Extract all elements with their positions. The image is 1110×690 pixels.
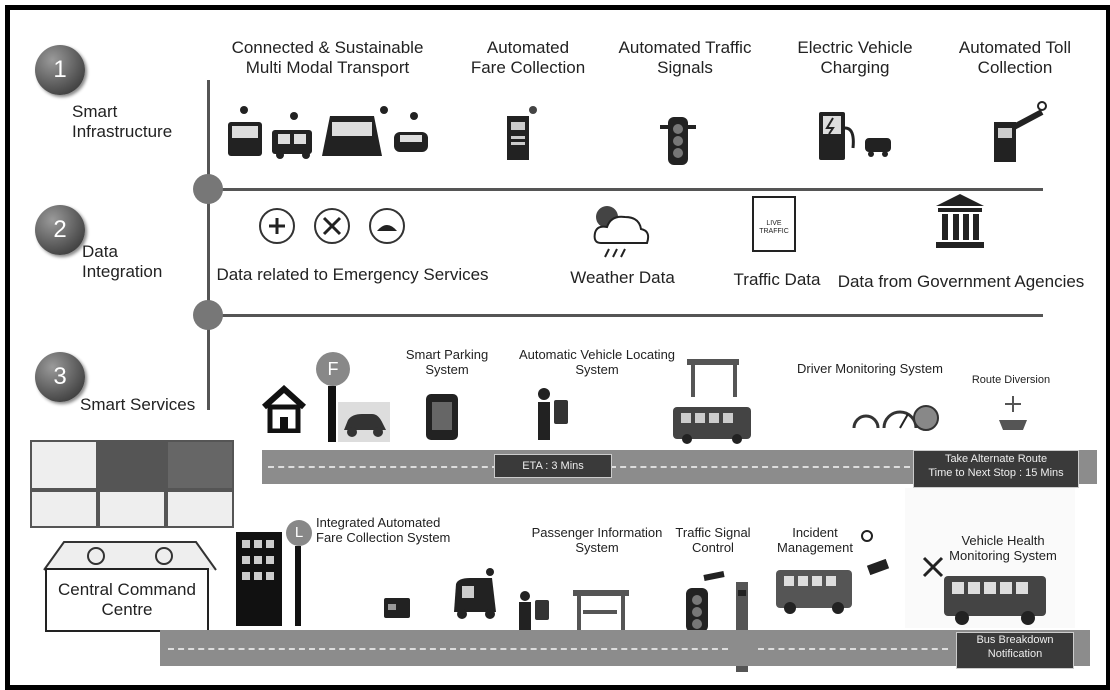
passenger-info-icon [519,590,629,630]
service-label-avl: Automatic Vehicle Locating System [518,347,676,377]
connector-node-1 [193,174,223,204]
tier-1-label: Smart Infrastructure [72,102,173,141]
live-traffic-icon: LIVE TRAFFIC [752,196,796,252]
service-label-incident: Incident Management [777,525,853,555]
infra-label-ev: Electric Vehicle Charging [797,38,913,77]
fuel-pole [328,386,336,442]
diagram-frame: 1 Smart Infrastructure 2 Data Integratio… [5,5,1110,690]
home-icon [261,385,307,433]
command-screen-5 [98,490,166,528]
infra-label-toll: Automated Toll Collection [958,38,1072,77]
command-screen-3 [166,440,234,490]
data-label-emergency: Data related to Emergency Services [216,265,489,284]
parking-phone-icon [426,394,458,440]
data-label-government: Data from Government Agencies [837,272,1085,291]
tier-connector-line [207,80,210,410]
stop-pole-letter: L [294,524,304,541]
multimodal-vehicles-icon [228,106,428,159]
stop-pole [295,546,301,626]
upper-road-dash-2 [610,466,910,468]
service-label-parking: Smart Parking System [405,347,489,377]
fuel-pole-letter: F [327,359,339,379]
command-centre-label: Central Command Centre [58,580,196,619]
service-label-route-diversion: Route Diversion [971,374,1051,386]
auto-rickshaw-icon [454,568,496,619]
infra-label-signals: Automated Traffic Signals [618,38,752,77]
infra-label-fare: Automated Fare Collection [470,38,586,77]
command-screen-1 [30,440,98,490]
government-building-icon [936,194,984,248]
route-diversion-barrier-icon [999,396,1027,430]
command-screen-4 [30,490,98,528]
office-building-icon [236,532,282,626]
service-label-signal-control: Traffic Signal Control [675,525,751,555]
fare-machine-icon [507,106,537,160]
tier-1-circle: 1 [35,45,85,95]
infra-label-multimodal: Connected & Sustainable Multi Modal Tran… [231,38,424,77]
command-centre-box: Central Command Centre [45,568,209,632]
live-traffic-text: LIVE TRAFFIC [759,220,789,236]
lower-road-dash-2 [758,648,948,650]
weather-cloud-icon [593,206,650,258]
parked-car-icon [338,402,390,442]
service-label-vehicle-health: Vehicle Health Monitoring System [949,533,1057,563]
separator-2 [208,314,1043,317]
alternate-route-sign: Take Alternate Route Time to Next Stop :… [913,450,1079,488]
bus-breakdown-sign: Bus Breakdown Notification [956,632,1074,669]
avl-person-phone-icon [538,388,568,440]
tier-2-label: Data Integration [82,242,163,281]
tier-2-circle: 2 [35,205,85,255]
service-label-driver: Driver Monitoring System [797,361,943,376]
command-screen-2 [98,440,166,490]
separator-1 [208,188,1043,191]
command-screen-6 [166,490,234,528]
connector-node-2 [193,300,223,330]
upper-road-dash-1 [268,466,498,468]
control-desk-icon [43,541,217,571]
data-label-weather: Weather Data [570,268,675,287]
tier-3-label: Smart Services [80,395,196,414]
incident-bus-camera-icon [776,530,890,614]
fare-card-icon [384,598,410,618]
fuel-pole-sign: F [316,352,350,386]
tier-3-circle: 3 [35,352,85,402]
emergency-icons [259,208,405,244]
ev-charger-icon [819,112,891,160]
toll-gate-icon [994,101,1047,162]
bus-stop-bus-icon [673,359,751,444]
dashboard-gauges-icon [852,405,939,431]
lower-road-dash-1 [168,648,728,650]
data-label-traffic: Traffic Data [733,270,821,289]
eta-sign: ETA : 3 Mins [494,454,612,478]
vehicle-health-bus-icon [922,556,1046,625]
service-label-passenger-info: Passenger Information System [531,525,663,555]
service-label-integrated-fare: Integrated Automated Fare Collection Sys… [316,515,451,545]
traffic-light-icon [660,117,696,165]
stop-pole-sign: L [286,520,312,546]
